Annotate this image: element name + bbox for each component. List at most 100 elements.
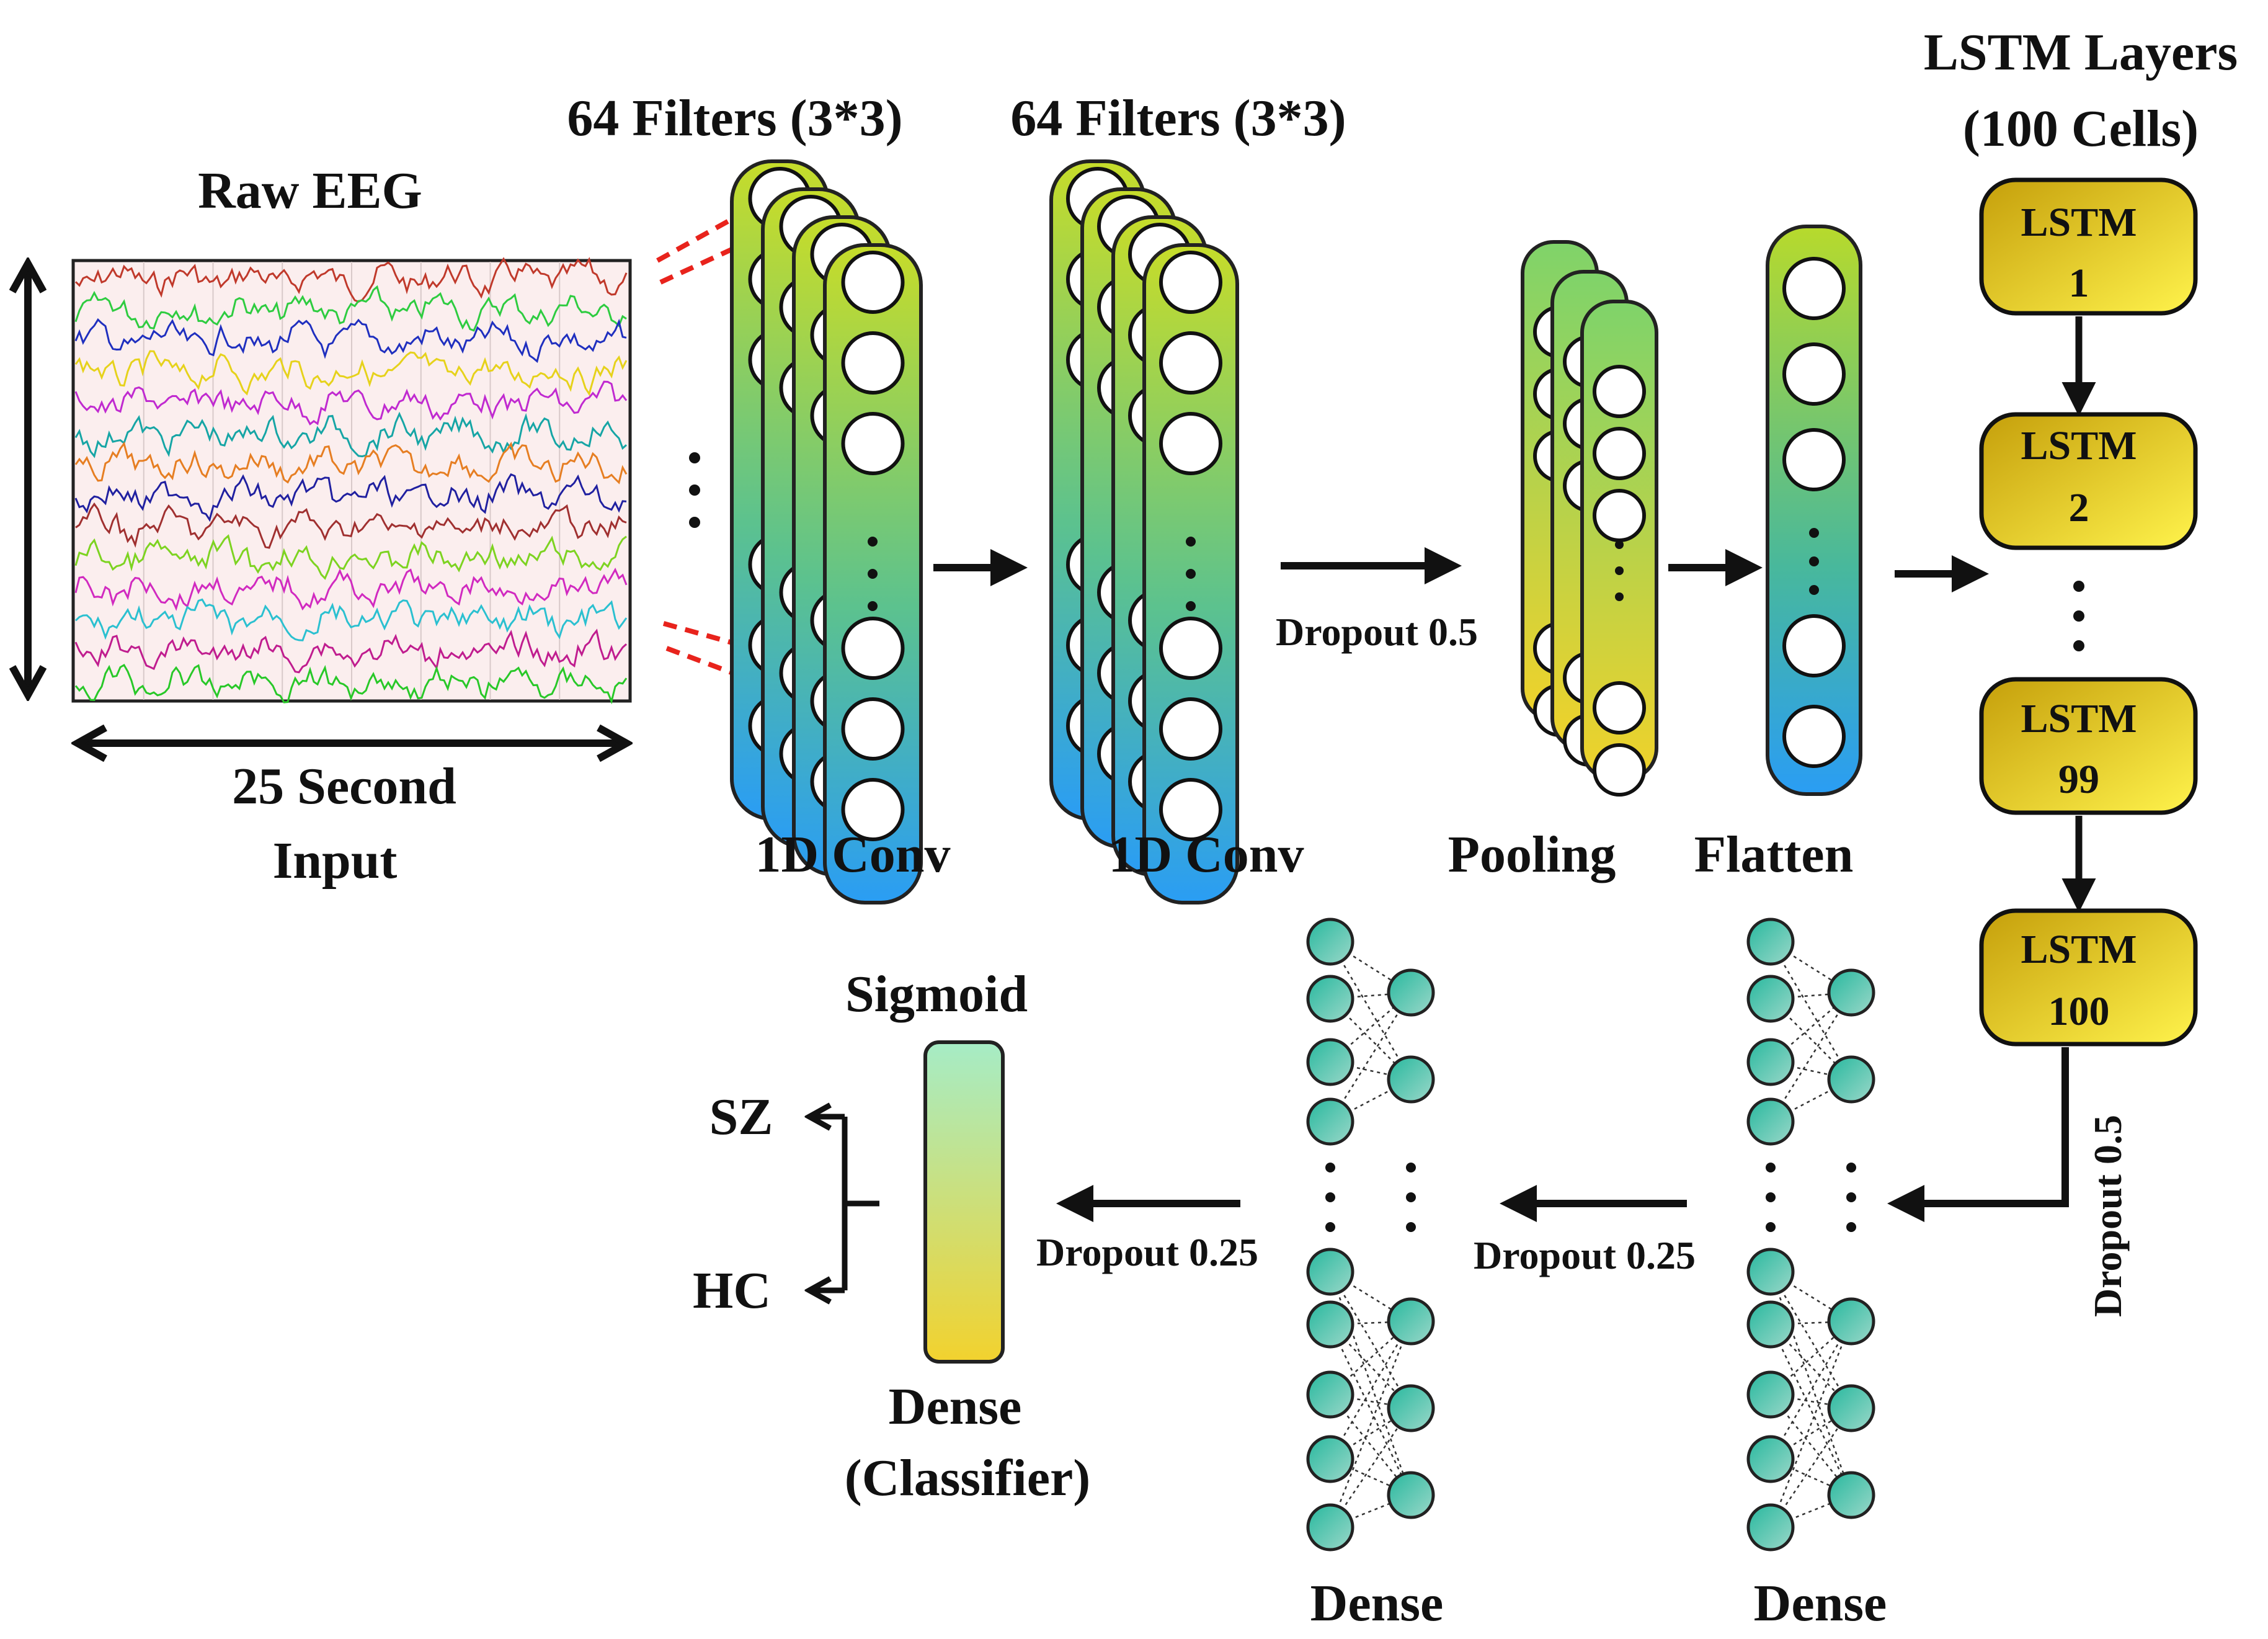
eeg-trace (74, 473, 627, 522)
dense-neuron (1827, 1297, 1875, 1346)
svg-text:LSTM: LSTM (2021, 696, 2137, 741)
eeg-trace (74, 380, 628, 426)
neuron (1159, 697, 1222, 761)
lstm-subtitle: (100 Cells) (1963, 100, 2199, 158)
ellipsis-dot (1186, 537, 1196, 547)
neuron (841, 617, 905, 680)
eeg-trace (74, 663, 628, 705)
eeg-trace (75, 502, 627, 549)
dense-edge (1329, 1321, 1412, 1528)
eeg-trace (74, 534, 627, 580)
dense-neuron (1306, 1248, 1354, 1296)
dense-edge (1769, 1271, 1852, 1409)
conv1-feature-maps (730, 159, 923, 904)
dense-edge (1769, 1271, 1852, 1496)
eeg-trace (74, 285, 627, 332)
ellipsis-dot (1809, 528, 1819, 538)
svg-text:99: 99 (2058, 757, 2099, 802)
dense-neuron (1306, 975, 1354, 1023)
ellipsis-dot (1406, 1222, 1416, 1232)
ellipsis-dot (1186, 569, 1196, 579)
eeg-trace (74, 441, 628, 485)
lstm-cell-2: LSTM 2 (1979, 412, 2198, 550)
dense-neuron (1306, 1097, 1354, 1146)
lstm-title: LSTM Layers (1924, 24, 2238, 81)
neuron (1159, 251, 1222, 314)
neuron (1159, 412, 1222, 475)
eeg-trace (74, 568, 628, 611)
time-label: 25 Second (232, 757, 456, 815)
conv1-name: 1D Conv (755, 826, 950, 883)
dropout-before-classifier: Dropout 0.25 (1036, 1230, 1258, 1274)
ellipsis-dot (1325, 1222, 1335, 1232)
output-class-hc: HC (693, 1262, 771, 1320)
ellipsis-dot (1846, 1222, 1856, 1232)
dense-neuron (1306, 1370, 1354, 1419)
neuron (1593, 365, 1646, 418)
dense-neuron (1306, 1503, 1354, 1552)
lstm-cell-1: LSTM 1 (1979, 177, 2198, 316)
svg-text:LSTM: LSTM (2021, 927, 2137, 972)
dense-edge (1329, 1324, 1412, 1496)
dense-neuron (1746, 1300, 1795, 1349)
dense-right-name: Dense (1754, 1574, 1887, 1632)
dense-edge (1330, 998, 1412, 1080)
ellipsis-dot (1615, 592, 1624, 601)
dense-neuron (1746, 1435, 1795, 1483)
receptive-field-lines (656, 212, 742, 679)
svg-text:LSTM: LSTM (2021, 200, 2137, 245)
dense-neuron (1306, 1038, 1354, 1086)
dense-neuron (1827, 1055, 1875, 1104)
neuron (841, 697, 905, 761)
dense-neuron (1827, 1471, 1875, 1519)
dropout-between-dense: Dropout 0.25 (1474, 1233, 1696, 1277)
conv2-feature-maps (1049, 159, 1239, 904)
ellipsis-dot (868, 601, 878, 611)
dense-neuron (1387, 1384, 1435, 1432)
dropout-after-conv: Dropout 0.5 (1276, 610, 1478, 654)
ellipsis-dot (868, 569, 878, 579)
ellipsis-dot (1809, 556, 1819, 566)
ellipsis-dot (1615, 566, 1624, 575)
ellipsis-dot (1406, 1192, 1416, 1202)
flatten-block: Flatten (1694, 225, 1862, 883)
dense-edge (1770, 998, 1852, 1080)
eeg-trace (74, 628, 628, 674)
pooling-feature-maps (1521, 240, 1658, 797)
dense-edge (1769, 992, 1852, 1122)
conv1-ellipsis (689, 452, 700, 528)
dense-neuron (1306, 1435, 1354, 1483)
neuron (1593, 743, 1646, 797)
neuron (1782, 257, 1846, 320)
eeg-title: Raw EEG (198, 162, 422, 220)
svg-text:2: 2 (2069, 485, 2089, 530)
dense-neuron (1387, 1055, 1435, 1104)
flatten-name: Flatten (1694, 826, 1854, 883)
neuron (1159, 617, 1222, 680)
conv1-block: 64 Filters (3*3) 1D Conv (567, 89, 951, 904)
neuron (1782, 428, 1846, 491)
classifier-block: Sigmoid Dense (Classifier) (845, 965, 1091, 1507)
ellipsis-dot (868, 537, 878, 547)
ellipsis-dot (1846, 1192, 1856, 1202)
lstm-cell-99: LSTM 99 (1979, 677, 2198, 815)
dense-neuron (1746, 1370, 1795, 1419)
neuron (1593, 489, 1646, 542)
dense-neuron (1746, 918, 1795, 966)
dense-right-network (1746, 918, 1875, 1552)
conv2-block: 64 Filters (3*3) 1D Conv (1010, 89, 1346, 904)
conv2-name: 1D Conv (1108, 826, 1304, 883)
ellipsis-dot (1406, 1163, 1416, 1172)
pooling-block: Pooling (1448, 240, 1658, 883)
classifier-name: Dense (889, 1378, 1022, 1436)
input-label: Input (273, 832, 398, 890)
eeg-trace (74, 257, 628, 303)
neuron (841, 778, 905, 841)
dense-neuron (1306, 918, 1354, 966)
eeg-trace (74, 598, 628, 641)
dense-neuron (1827, 1384, 1875, 1432)
dense-neuron (1387, 968, 1435, 1017)
classifier-unit (923, 1040, 1005, 1364)
dropout-after-lstm: Dropout 0.5 (2086, 1115, 2130, 1317)
svg-text:LSTM: LSTM (2021, 423, 2137, 468)
